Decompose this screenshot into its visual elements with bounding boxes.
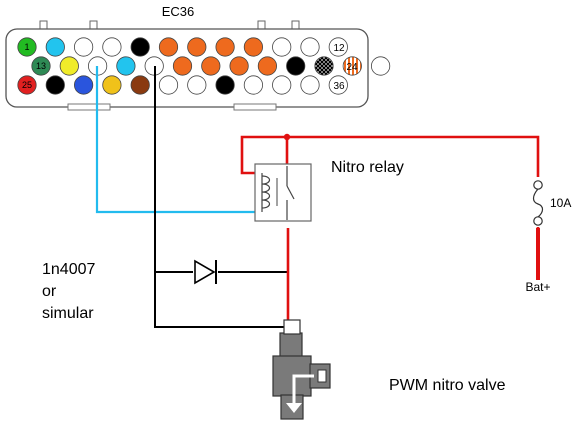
connector-pin bbox=[286, 56, 306, 76]
diode-label-line-2: or bbox=[42, 283, 57, 300]
valve-body bbox=[272, 355, 312, 397]
connector-pin bbox=[102, 37, 122, 57]
pin-label-36: 36 bbox=[333, 81, 345, 92]
connector-pin bbox=[102, 75, 122, 95]
connector-pin bbox=[215, 37, 235, 57]
connector-pin bbox=[201, 56, 221, 76]
relay-switch-icon bbox=[286, 185, 295, 200]
fuse-gap bbox=[534, 177, 542, 227]
red-wire-battery bbox=[240, 135, 540, 256]
connector-pin bbox=[215, 75, 235, 95]
valve-label: PWM nitro valve bbox=[389, 377, 506, 394]
fuse-label: 10A bbox=[550, 196, 571, 210]
connector-pin bbox=[59, 56, 79, 76]
connector-pin bbox=[272, 37, 292, 57]
connector-pin bbox=[130, 75, 150, 95]
pin-number-label: 1 bbox=[24, 42, 29, 52]
connector-pin bbox=[172, 56, 193, 76]
pin-number-label: 13 bbox=[36, 61, 46, 71]
black-wire bbox=[154, 66, 285, 328]
connector-pin bbox=[272, 75, 292, 95]
nitro-relay: Nitro relay bbox=[254, 159, 404, 222]
connector-pin bbox=[229, 56, 249, 76]
fuse: 10A bbox=[532, 177, 571, 227]
connector-pin bbox=[74, 75, 94, 95]
connector-pin bbox=[45, 75, 65, 95]
connector-pin bbox=[158, 75, 179, 95]
battery-label: Bat+ bbox=[525, 280, 550, 294]
fuse-element bbox=[532, 188, 544, 218]
connector-pin bbox=[45, 37, 65, 57]
connector-pin bbox=[158, 37, 179, 57]
blue-wire bbox=[95, 66, 262, 214]
relay-coil-icon bbox=[261, 175, 271, 209]
connector-pin bbox=[187, 75, 207, 95]
connector-pin bbox=[116, 56, 136, 76]
diode-label-line-3: simular bbox=[42, 305, 94, 322]
connector-pin bbox=[300, 75, 320, 95]
connector-pin bbox=[187, 37, 207, 57]
connector-pin bbox=[17, 75, 37, 95]
pin-number-label: 25 bbox=[22, 80, 32, 90]
connector-title: EC36 bbox=[162, 4, 195, 19]
connector-pin bbox=[257, 56, 277, 76]
connector-tab bbox=[233, 103, 277, 111]
valve-connector bbox=[279, 332, 303, 358]
valve-plug bbox=[283, 319, 301, 335]
connector-pin bbox=[314, 56, 334, 76]
valve-flow-arrow-icon bbox=[286, 403, 302, 413]
connector-pin-numbered bbox=[370, 56, 391, 76]
connector-pin bbox=[243, 37, 263, 57]
connector-pin-numbered bbox=[328, 37, 348, 57]
connector-pin bbox=[130, 37, 150, 57]
connector-pin bbox=[243, 75, 263, 95]
fuse-terminal-top bbox=[533, 180, 543, 190]
connector-pin bbox=[31, 56, 51, 76]
connector-pin bbox=[17, 37, 37, 57]
diode: 1n4007 or simular bbox=[42, 259, 217, 322]
junction-dot bbox=[283, 133, 291, 141]
connector-pin bbox=[342, 56, 362, 76]
fuse-terminal-bottom bbox=[533, 216, 543, 226]
valve-flow-path bbox=[292, 374, 314, 404]
connector-pin bbox=[74, 37, 94, 57]
ec36-connector: EC36 1 13 25 12 24 36 bbox=[5, 4, 391, 111]
diode-label-line-1: 1n4007 bbox=[42, 261, 95, 278]
wires bbox=[95, 66, 540, 335]
connector-pin-numbered bbox=[328, 75, 348, 95]
valve-outlet-hole bbox=[317, 369, 327, 383]
connector-pins: 1 13 25 bbox=[17, 37, 391, 95]
connector-pin bbox=[300, 37, 320, 57]
pin-label-24: 24 bbox=[346, 62, 358, 73]
pin-label-12: 12 bbox=[333, 43, 345, 54]
pwm-nitro-valve: PWM nitro valve bbox=[272, 319, 506, 420]
diode-icon bbox=[194, 259, 216, 285]
relay-label: Nitro relay bbox=[331, 159, 404, 176]
connector-tab bbox=[67, 103, 111, 111]
